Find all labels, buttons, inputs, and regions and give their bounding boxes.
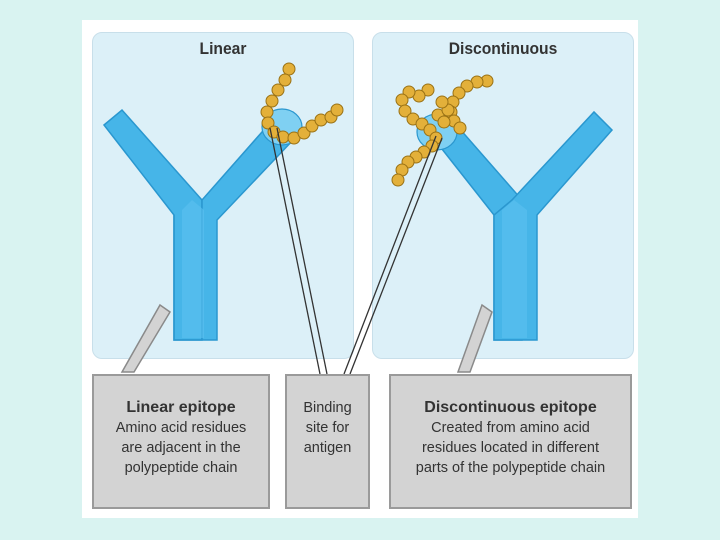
binding-site-line: antigen [303,440,352,456]
discontinuous-epitope-line: parts of the polypeptide chain [415,460,606,476]
discontinuous-epitope-box: Discontinuous epitope Created from amino… [389,374,632,509]
antigen-bead [452,86,466,100]
antigen-bead [271,83,285,97]
right-antibody [416,110,614,341]
antigen-bead [435,95,449,109]
discontinuous-panel-title: Discontinuous [448,39,558,58]
binding-site-line: site for [305,420,350,436]
antigen-bead [398,104,412,118]
epitope-figure: Linear Discontinuous Linear ep [82,20,638,518]
discontinuous-antigen-chain [391,74,494,187]
binding-site-box: Binding site for antigen [285,374,370,509]
linear-epitope-box: Linear epitope Amino acid residues are a… [92,374,270,509]
linear-epitope-line: polypeptide chain [124,460,238,476]
discontinuous-epitope-line: residues located in different [421,440,600,456]
discontinuous-epitope-title: Discontinuous epitope [424,399,597,416]
binding-pointer-left [276,127,328,375]
discontinuous-pointer [456,303,493,373]
linear-panel-title: Linear [199,39,247,58]
antigen-bead [260,105,274,119]
antigen-bead [395,93,409,107]
linear-pointer [120,303,172,373]
antigen-bead [278,73,292,87]
diagram-art [102,62,614,375]
binding-pointer-right [349,137,443,375]
binding-site-line: Binding [303,400,352,416]
linear-epitope-line: are adjacent in the [121,440,241,456]
antigen-bead [421,83,435,97]
linear-epitope-title: Linear epitope [126,399,236,416]
antigen-bead [437,115,451,129]
linear-epitope-line: Amino acid residues [115,420,247,436]
antigen-bead [305,119,319,133]
antigen-bead [282,62,296,76]
antigen-bead [453,121,467,135]
linear-antigen-chain [260,62,344,145]
antigen-bead [391,173,405,187]
left-antibody [102,108,303,341]
antigen-bead [330,103,344,117]
antigen-bead [265,94,279,108]
antigen-bead [261,116,275,130]
discontinuous-epitope-line: Created from amino acid [431,420,590,436]
